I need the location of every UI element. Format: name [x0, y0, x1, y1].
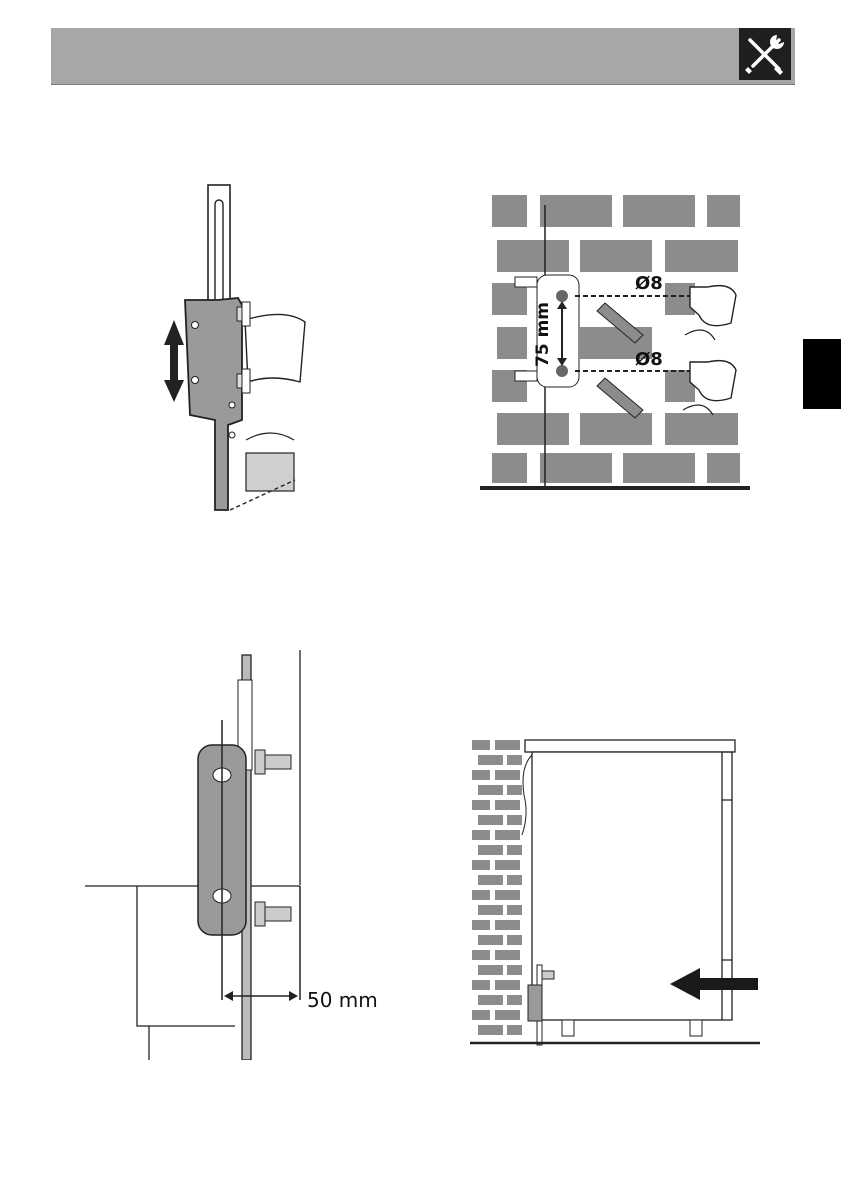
tools-icon	[739, 28, 791, 80]
brick-wall	[472, 740, 522, 1035]
distance-label: 50 mm	[307, 988, 378, 1012]
section-tab	[803, 339, 841, 409]
figure-bracket-adjust	[150, 180, 320, 520]
figure-bracket-distance	[85, 650, 310, 1060]
figure-appliance-push	[470, 735, 760, 1050]
hole-diameter-label-top: Ø8	[635, 273, 663, 294]
header-bar	[51, 28, 795, 85]
hole-diameter-label-bottom: Ø8	[635, 349, 663, 370]
figure-wall-drilling: Ø8 Ø8 75 mm	[475, 185, 750, 495]
hole-spacing-label: 75 mm	[533, 302, 553, 367]
